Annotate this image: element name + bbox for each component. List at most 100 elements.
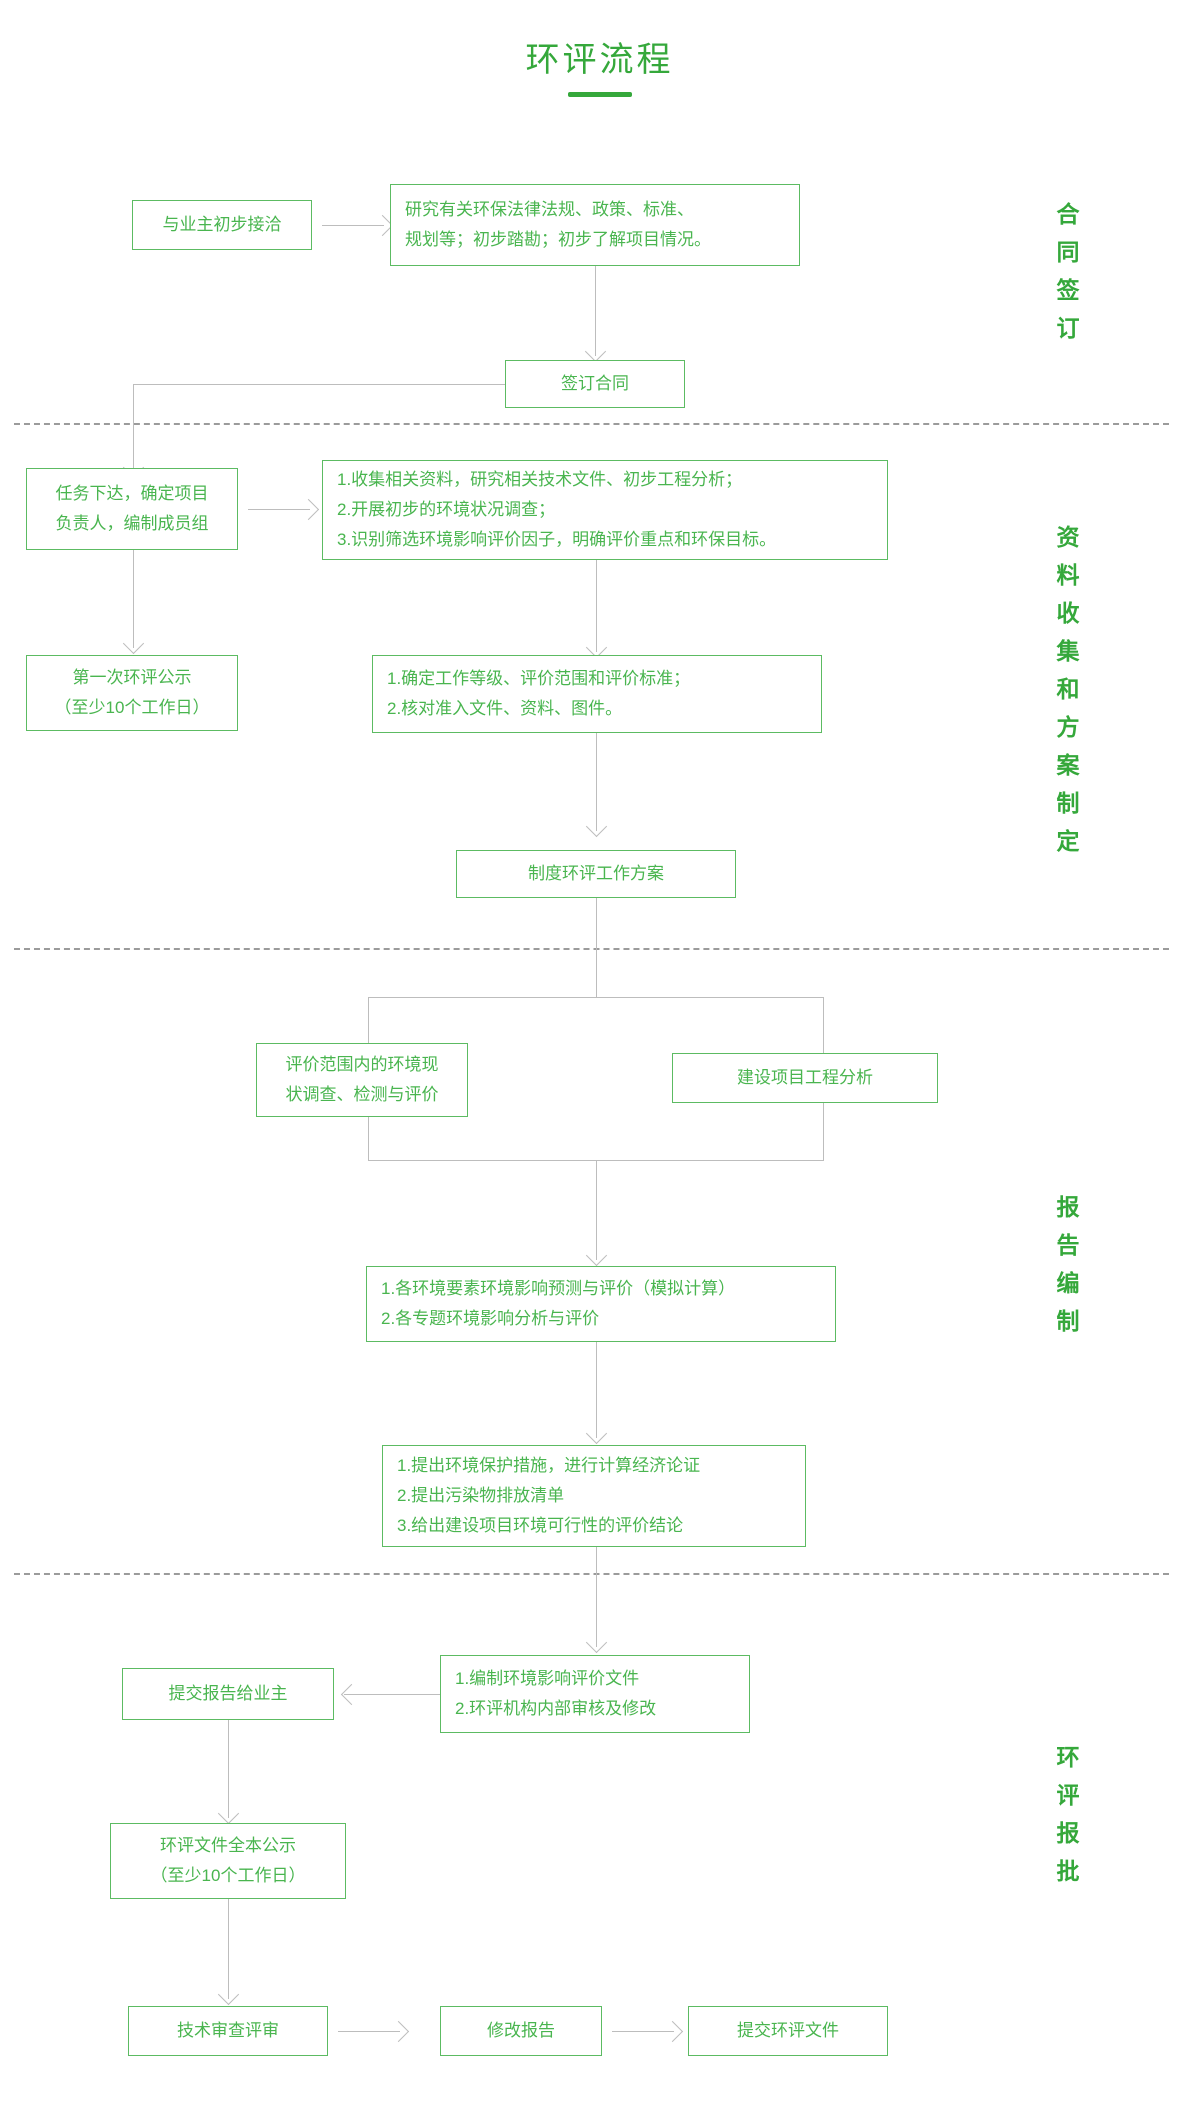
node-line: 修改报告 [487, 2021, 555, 2040]
section-label-char: 资 [1056, 524, 1080, 550]
node-line: 与业主初步接洽 [162, 215, 282, 234]
node-line: 2.各专题环境影响分析与评价 [381, 1309, 600, 1328]
section-label-char: 集 [1056, 638, 1080, 664]
node-line: 制度环评工作方案 [528, 864, 664, 883]
title-underline [567, 92, 632, 97]
section-label-contract: 合 同 签 订 [1048, 195, 1088, 347]
page-title: 环评流程 [525, 41, 674, 79]
node-tech-review[interactable]: 技术审查评审 [128, 2006, 328, 2056]
connector-line [596, 898, 597, 998]
connector-line [133, 384, 505, 385]
node-research-laws[interactable]: 研究有关环保法律法规、政策、标准、 规划等；初步踏勘；初步了解项目情况。 [390, 184, 800, 266]
arrow-down-icon [584, 340, 607, 363]
section-label-char: 和 [1056, 676, 1080, 702]
section-divider-3 [14, 1573, 1169, 1575]
section-divider-1 [14, 423, 1169, 425]
section-label-char: 案 [1056, 752, 1080, 778]
arrow-down-icon [217, 1983, 240, 2006]
node-full-notice[interactable]: 环评文件全本公示 （至少10个工作日） [110, 1823, 346, 1899]
node-line: （至少10个工作日） [54, 698, 210, 717]
connector-line [612, 2031, 674, 2032]
node-first-notice[interactable]: 第一次环评公示 （至少10个工作日） [26, 655, 238, 731]
node-line: 2.开展初步的环境状况调查； [337, 500, 556, 519]
node-line: 3.识别筛选环境影响评价因子，明确评价重点和环保目标。 [337, 530, 777, 549]
node-line: 状调查、检测与评价 [285, 1085, 439, 1104]
node-line: 3.给出建设项目环境可行性的评价结论 [397, 1516, 684, 1535]
arrow-down-icon [585, 815, 608, 838]
node-line: 2.环评机构内部审核及修改 [455, 1699, 657, 1718]
node-line: 1.确定工作等级、评价范围和评价标准； [387, 669, 691, 688]
node-line: 签订合同 [561, 374, 629, 393]
connector-line [133, 550, 134, 648]
node-line: 提交环评文件 [737, 2021, 839, 2040]
section-label-char: 评 [1056, 1782, 1080, 1808]
section-label-char: 定 [1056, 828, 1080, 854]
arrow-right-icon [297, 498, 320, 521]
connector-line [596, 1160, 597, 1260]
node-line: 1.各环境要素环境影响预测与评价（模拟计算） [381, 1279, 736, 1298]
connector-line [228, 1720, 229, 1818]
node-submit-file[interactable]: 提交环评文件 [688, 2006, 888, 2056]
connector-line [596, 733, 597, 831]
connector-line [596, 1342, 597, 1438]
node-line: 1.收集相关资料，研究相关技术文件、初步工程分析； [337, 470, 743, 489]
node-initial-contact[interactable]: 与业主初步接洽 [132, 200, 312, 250]
node-line: 1.编制环境影响评价文件 [455, 1669, 640, 1688]
node-determine-level[interactable]: 1.确定工作等级、评价范围和评价标准； 2.核对准入文件、资料、图件。 [372, 655, 822, 733]
node-work-plan[interactable]: 制度环评工作方案 [456, 850, 736, 898]
connector-line [322, 225, 384, 226]
arrow-down-icon [122, 632, 145, 655]
section-label-char: 环 [1056, 1744, 1080, 1770]
arrow-down-icon [585, 1631, 608, 1654]
connector-line [228, 1899, 229, 1999]
node-project-analysis[interactable]: 建设项目工程分析 [672, 1053, 938, 1103]
arrow-down-icon [585, 1244, 608, 1267]
section-label-char: 制 [1056, 790, 1080, 816]
node-status-survey[interactable]: 评价范围内的环境现 状调查、检测与评价 [256, 1043, 468, 1117]
node-line: 任务下达，确定项目 [55, 484, 209, 503]
node-line: 第一次环评公示 [72, 668, 192, 687]
node-compile-file[interactable]: 1.编制环境影响评价文件 2.环评机构内部审核及修改 [440, 1655, 750, 1733]
connector-line [248, 509, 310, 510]
section-label-char: 合 [1056, 201, 1080, 227]
node-sign-contract[interactable]: 签订合同 [505, 360, 685, 408]
node-protection-measure[interactable]: 1.提出环境保护措施，进行计算经济论证 2.提出污染物排放清单 3.给出建设项目… [382, 1445, 806, 1547]
section-label-char: 方 [1056, 714, 1080, 740]
node-impact-predict[interactable]: 1.各环境要素环境影响预测与评价（模拟计算） 2.各专题环境影响分析与评价 [366, 1266, 836, 1342]
connector-line [344, 1694, 440, 1695]
node-line: 提交报告给业主 [168, 1684, 288, 1703]
connector-line [596, 560, 597, 652]
node-line: 2.提出污染物排放清单 [397, 1486, 565, 1505]
section-label-char: 告 [1056, 1232, 1080, 1258]
node-line: 建设项目工程分析 [737, 1068, 873, 1087]
node-task-assign[interactable]: 任务下达，确定项目 负责人，编制成员组 [26, 468, 238, 550]
section-label-char: 签 [1056, 277, 1080, 303]
node-line: 研究有关环保法律法规、政策、标准、 [405, 200, 694, 219]
arrow-down-icon [585, 1422, 608, 1445]
node-line: 评价范围内的环境现 [285, 1055, 439, 1074]
section-label-char: 订 [1056, 315, 1080, 341]
arrow-right-icon [661, 2020, 684, 2043]
connector-line [133, 384, 134, 472]
connector-line [596, 1547, 597, 1647]
connector-line [338, 2031, 400, 2032]
section-label-char: 批 [1056, 1858, 1080, 1884]
node-line: 技术审查评审 [177, 2021, 279, 2040]
node-revise-report[interactable]: 修改报告 [440, 2006, 602, 2056]
arrow-down-icon [217, 1802, 240, 1825]
node-line: 2.核对准入文件、资料、图件。 [387, 699, 623, 718]
node-collect-data[interactable]: 1.收集相关资料，研究相关技术文件、初步工程分析； 2.开展初步的环境状况调查；… [322, 460, 888, 560]
node-submit-owner[interactable]: 提交报告给业主 [122, 1668, 334, 1720]
section-label-approval: 环 评 报 批 [1048, 1738, 1088, 1890]
arrow-right-icon [387, 2020, 410, 2043]
section-label-char: 报 [1056, 1820, 1080, 1846]
node-line: 1.提出环境保护措施，进行计算经济论证 [397, 1456, 701, 1475]
node-line: 环评文件全本公示 [160, 1836, 296, 1855]
section-label-char: 料 [1056, 562, 1080, 588]
section-label-data: 资 料 收 集 和 方 案 制 定 [1048, 518, 1088, 860]
section-label-char: 报 [1056, 1194, 1080, 1220]
node-line: 规划等；初步踏勘；初步了解项目情况。 [405, 230, 711, 249]
section-label-char: 收 [1056, 600, 1080, 626]
section-divider-2 [14, 948, 1169, 950]
